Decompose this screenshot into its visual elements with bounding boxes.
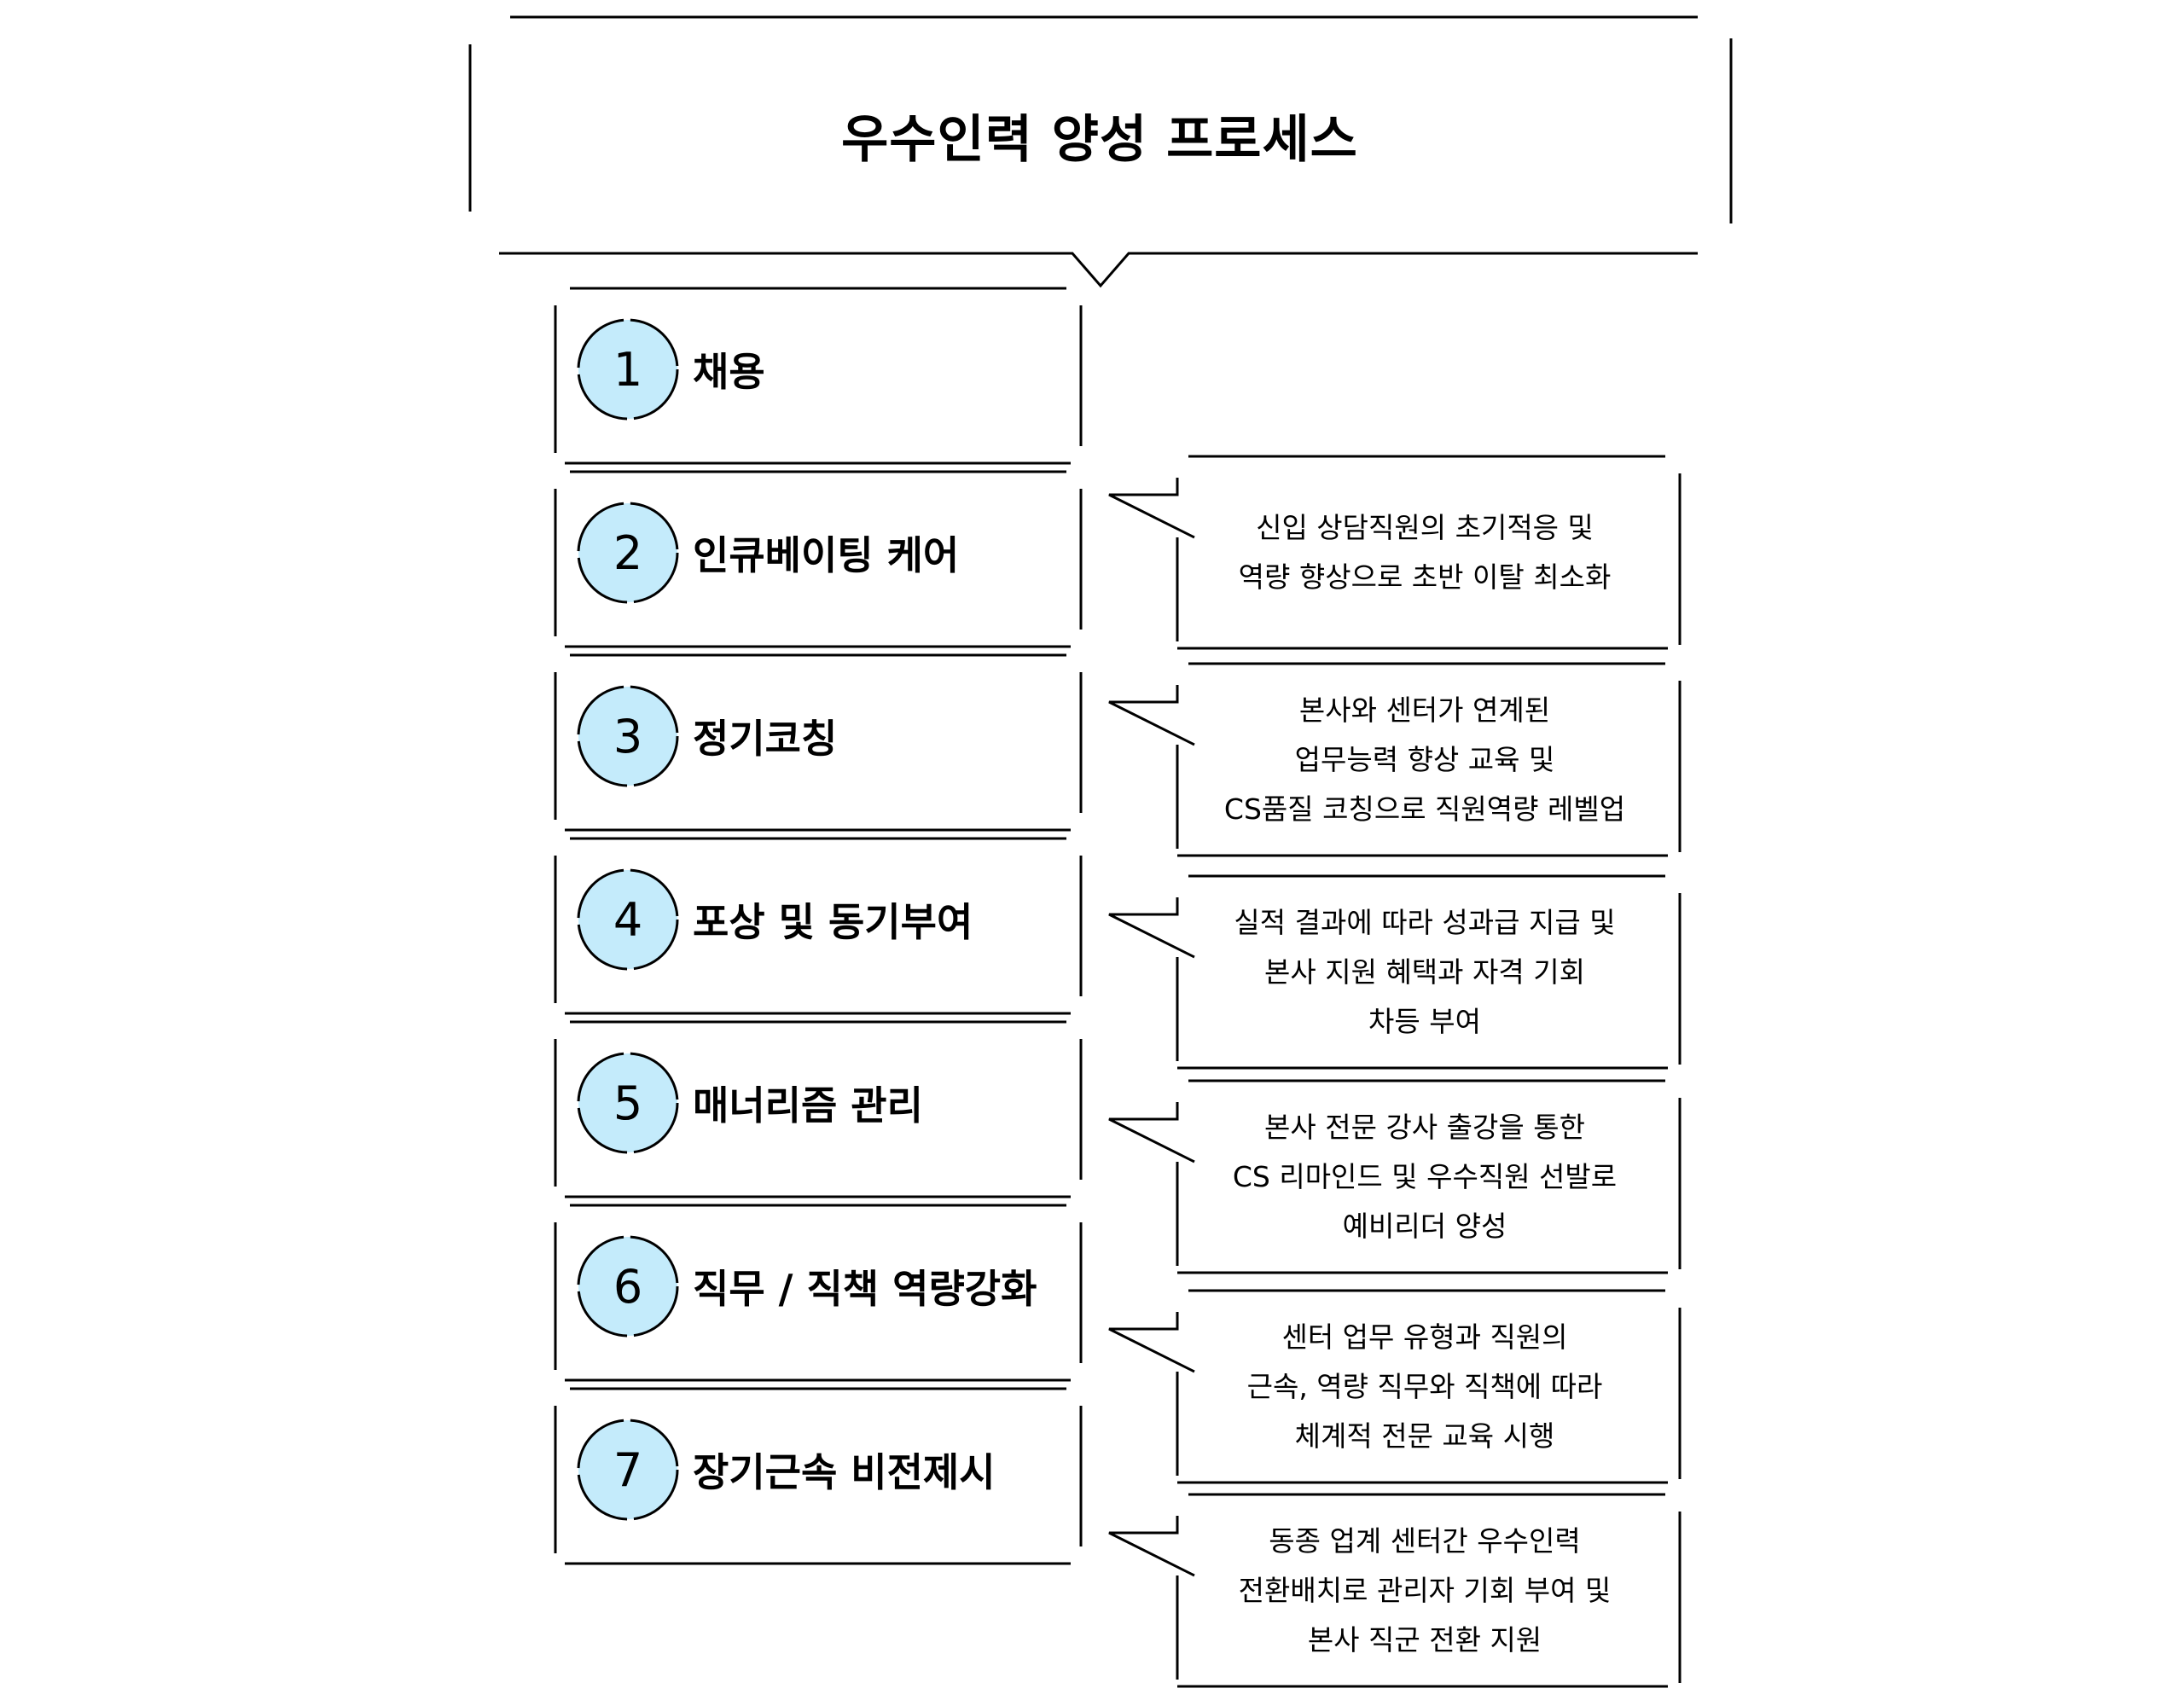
step-number: 3 [613, 709, 643, 763]
step-number-circle [577, 868, 679, 971]
step-box-2 [554, 470, 1083, 648]
callout-pointer [1108, 478, 1195, 539]
step-number: 5 [613, 1076, 643, 1130]
step-label: 포상 및 동기부여 [693, 899, 973, 945]
description-line: 체계적 전문 교육 시행 [1294, 1419, 1555, 1453]
step-box-5 [554, 1020, 1083, 1198]
description-line: 차등 부여 [1368, 1004, 1481, 1038]
step-label: 장기근속 비전제시 [693, 1449, 996, 1495]
description-box-5 [1108, 1289, 1682, 1484]
callout-pointer [1108, 1516, 1195, 1577]
step-box-7 [554, 1387, 1083, 1565]
step-label: 직무 / 직책 역량강화 [693, 1266, 1037, 1312]
step-box-3 [554, 653, 1083, 832]
page-title: 우수인력 양성 프로세스 [841, 109, 1358, 170]
step-number: 4 [613, 892, 643, 947]
description-line: 근속, 역량 직무와 직책에 따라 [1246, 1369, 1603, 1403]
step-label: 매너리즘 관리 [693, 1082, 923, 1129]
description-line: 동종 업계 센터간 우수인력 [1269, 1523, 1581, 1558]
step-number-circle [577, 318, 679, 421]
callout-pointer [1108, 1312, 1195, 1373]
step-number: 7 [613, 1442, 643, 1497]
step-box-6 [554, 1204, 1083, 1382]
description-line: CS품질 코칭으로 직원역량 레벨업 [1223, 792, 1626, 826]
callout-pointer [1108, 897, 1195, 959]
description-line: 신입 상담직원의 초기적응 및 [1256, 510, 1594, 544]
description-line: 실적 결과에 따라 성과급 지급 및 [1234, 905, 1616, 939]
description-box-1 [1108, 455, 1682, 650]
step-number: 6 [613, 1259, 643, 1314]
description-box-2 [1108, 662, 1682, 857]
step-label: 채용 [693, 349, 765, 395]
step-number-circle [577, 1052, 679, 1154]
step-label: 인큐베이팅 케어 [693, 532, 960, 578]
callout-pointer [1108, 1102, 1195, 1163]
description-line: 본사 전문 강사 출강을 통한 [1264, 1110, 1585, 1144]
step-number: 2 [613, 525, 643, 580]
description-line: 예비리더 양성 [1342, 1209, 1507, 1243]
step-number-circle [577, 685, 679, 787]
step-number: 1 [613, 342, 643, 397]
description-line: 전환배치로 관리자 기회 부여 및 [1238, 1573, 1612, 1607]
description-line: 본사와 센터가 연계된 [1298, 693, 1551, 727]
step-label: 정기코칭 [693, 716, 838, 762]
description-line: 업무능력 향상 교육 및 [1294, 742, 1555, 776]
description-box-4 [1108, 1079, 1682, 1274]
step-box-4 [554, 837, 1083, 1015]
title-frame [468, 15, 1733, 288]
description-line: 본사 직군 전환 지원 [1307, 1622, 1542, 1657]
description-line: CS 리마인드 및 우수직원 선발로 [1232, 1159, 1618, 1193]
callout-pointer [1108, 685, 1195, 746]
description-line: 센터 업무 유형과 직원의 [1281, 1320, 1568, 1354]
step-number-circle [577, 1419, 679, 1521]
step-box-1 [554, 287, 1083, 465]
description-line: 역량 향상으로 초반 이탈 최소화 [1238, 560, 1612, 594]
description-line: 본사 지원 혜택과 자격 기회 [1264, 955, 1585, 989]
description-box-3 [1108, 874, 1682, 1070]
description-box-6 [1108, 1493, 1682, 1688]
step-number-circle [577, 1235, 679, 1338]
step-number-circle [577, 502, 679, 604]
